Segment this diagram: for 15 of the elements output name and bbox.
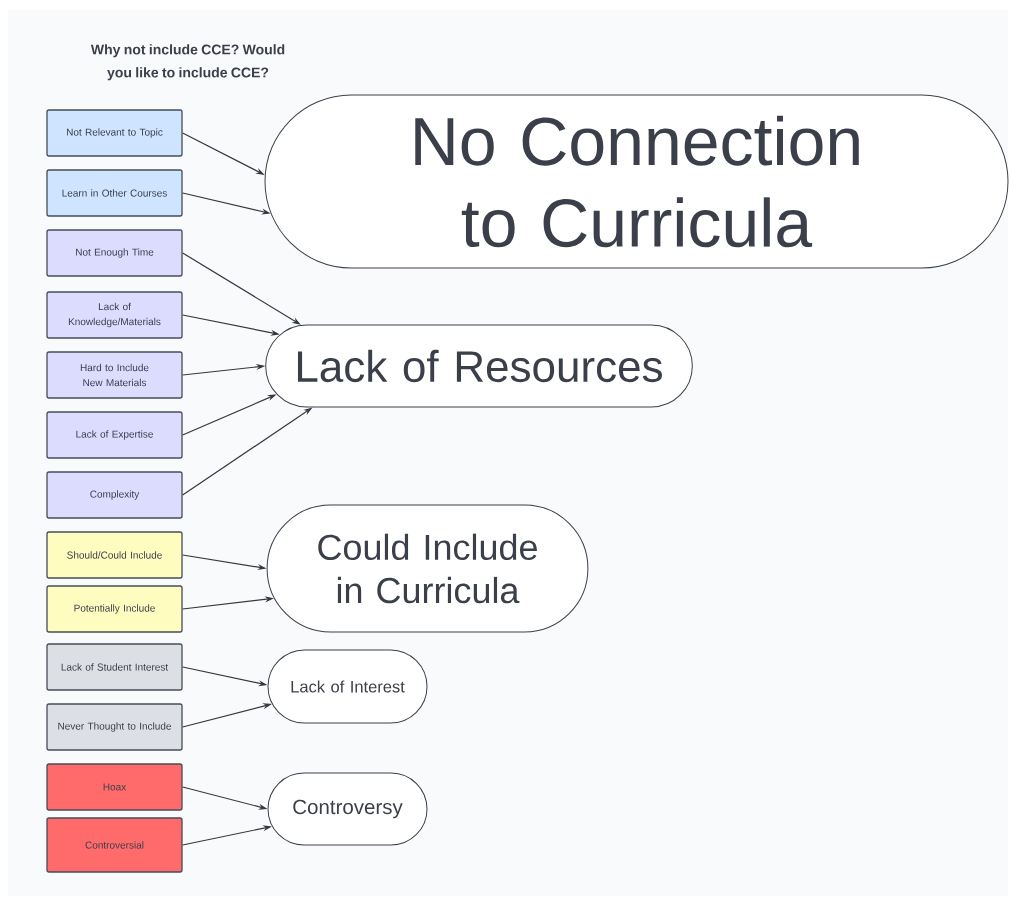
category-box: Not Relevant to Topic [46, 109, 183, 157]
category-box: Lack of Expertise [46, 411, 183, 459]
category-box: Complexity [46, 471, 183, 519]
category-box: Potentially Include [46, 585, 183, 633]
category-box: Should/Could Include [46, 531, 183, 579]
category-box: Controversial [46, 817, 183, 873]
category-box: Learn in Other Courses [46, 169, 183, 217]
category-box: Lack of Knowledge/Materials [46, 291, 183, 339]
category-box: Hoax [46, 763, 183, 811]
category-box: Hard to Include New Materials [46, 351, 183, 399]
category-box: Lack of Student Interest [46, 643, 183, 691]
category-box: Not Enough Time [46, 229, 183, 277]
theme-oval: No Connection to Curricula [264, 94, 1009, 269]
title: Why not include CCE? Would you like to include CCE? [90, 44, 285, 81]
category-box: Never Thought to Include [46, 703, 183, 751]
